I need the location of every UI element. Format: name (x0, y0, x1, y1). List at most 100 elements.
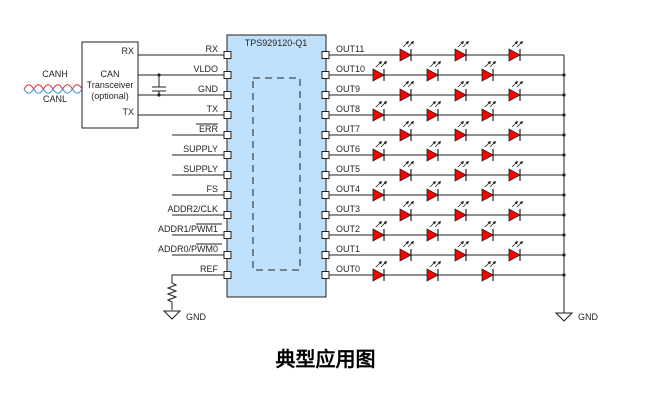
led (372, 101, 387, 122)
junction-dot (562, 193, 566, 197)
left-pin: ADDR0/PWM0 (158, 243, 232, 259)
pin-pad (223, 91, 232, 99)
junction-dot (562, 73, 566, 77)
pin-pad (223, 211, 232, 219)
led (426, 141, 441, 162)
pin-pad (223, 231, 232, 239)
led (481, 101, 496, 122)
left-pin: ERR (172, 123, 232, 139)
right-pin-label: OUT1 (336, 244, 360, 254)
right-pin-label: OUT4 (336, 184, 360, 194)
left-pin: FS (172, 184, 232, 199)
pin-pad (321, 171, 330, 179)
led (508, 41, 523, 62)
led (399, 161, 414, 182)
led (426, 221, 441, 242)
led (508, 161, 523, 182)
output-channel: OUT10 (321, 61, 566, 82)
output-channel: OUT3 (321, 201, 566, 222)
ground-symbol-right (554, 312, 574, 322)
led (508, 241, 523, 262)
left-pin: ADDR1/PWM1 (158, 223, 232, 239)
transceiver-title-3: (optional) (91, 91, 129, 101)
led (372, 261, 387, 282)
led (481, 141, 496, 162)
led (508, 121, 523, 142)
left-pin-label: ADDR1/PWM1 (158, 224, 218, 234)
right-pin-label: OUT7 (336, 124, 360, 134)
led (372, 141, 387, 162)
ground-label-right: GND (578, 312, 599, 322)
right-pin-label: OUT0 (336, 264, 360, 274)
output-channel: OUT6 (321, 141, 566, 162)
junction-dot (562, 153, 566, 157)
output-channel: OUT2 (321, 221, 566, 242)
left-pin: RX (138, 44, 232, 59)
output-channel: OUT4 (321, 181, 566, 202)
led (426, 261, 441, 282)
output-channel: OUT11 (321, 41, 564, 62)
led (481, 61, 496, 82)
left-pin-label: REF (200, 264, 219, 274)
right-pin-label: OUT8 (336, 104, 360, 114)
can-bus-twisted-pair (23, 84, 83, 94)
pin-pad (223, 151, 232, 159)
output-channel: OUT7 (321, 121, 566, 142)
output-channel: OUT9 (321, 81, 566, 102)
pin-pad (223, 51, 232, 59)
canl-wire (23, 88, 83, 94)
pin-pad (223, 131, 232, 139)
led (426, 61, 441, 82)
can-transceiver-box (81, 41, 139, 129)
junction-dot (562, 113, 566, 117)
output-channel: OUT1 (321, 241, 566, 262)
left-pin: GND (138, 84, 232, 99)
pin-pad (321, 271, 330, 279)
right-pin-label: OUT3 (336, 204, 360, 214)
canl-label: CANL (43, 94, 67, 104)
left-pin-label: GND (198, 84, 219, 94)
led (454, 201, 469, 222)
pin-pad (321, 91, 330, 99)
junction-dot (562, 93, 566, 97)
left-pin-label: FS (206, 184, 218, 194)
ground-label-left: GND (186, 312, 207, 322)
led (399, 41, 414, 62)
left-pin: ADDR2/CLK (167, 204, 232, 219)
left-pin-label: ERR (199, 124, 219, 134)
left-pin-label: ADDR0/PWM0 (158, 244, 218, 254)
pin-pad (321, 211, 330, 219)
junction-dot (562, 173, 566, 177)
led (399, 241, 414, 262)
left-pin: TX (138, 104, 232, 119)
pin-pad (321, 131, 330, 139)
right-pin-label: OUT10 (336, 64, 365, 74)
canh-label: CANH (42, 69, 68, 79)
led (508, 81, 523, 102)
led (481, 261, 496, 282)
right-pin-label: OUT2 (336, 224, 360, 234)
transceiver-tx-label: TX (122, 107, 134, 117)
left-pin: SUPPLY (172, 144, 232, 159)
transceiver-title-2: Transceiver (87, 80, 134, 90)
led (454, 81, 469, 102)
pin-pad (321, 191, 330, 199)
junction-dot (562, 273, 566, 277)
right-pin-label: OUT9 (336, 84, 360, 94)
left-pin-label: SUPPLY (183, 144, 218, 154)
chip-name: TPS929120-Q1 (245, 38, 308, 48)
junction-dot (562, 133, 566, 137)
ground-symbol-left (162, 310, 182, 320)
figure-caption: 典型应用图 (275, 347, 376, 371)
left-pin: REF (200, 264, 232, 279)
led (399, 121, 414, 142)
transceiver-title-1: CAN (100, 69, 119, 79)
output-channel: OUT5 (321, 161, 566, 182)
right-pin-label: OUT11 (336, 44, 364, 54)
junction-dot (562, 233, 566, 237)
left-pin-label: RX (205, 44, 218, 54)
pin-pad (321, 71, 330, 79)
led (372, 61, 387, 82)
chip-body (226, 34, 327, 298)
